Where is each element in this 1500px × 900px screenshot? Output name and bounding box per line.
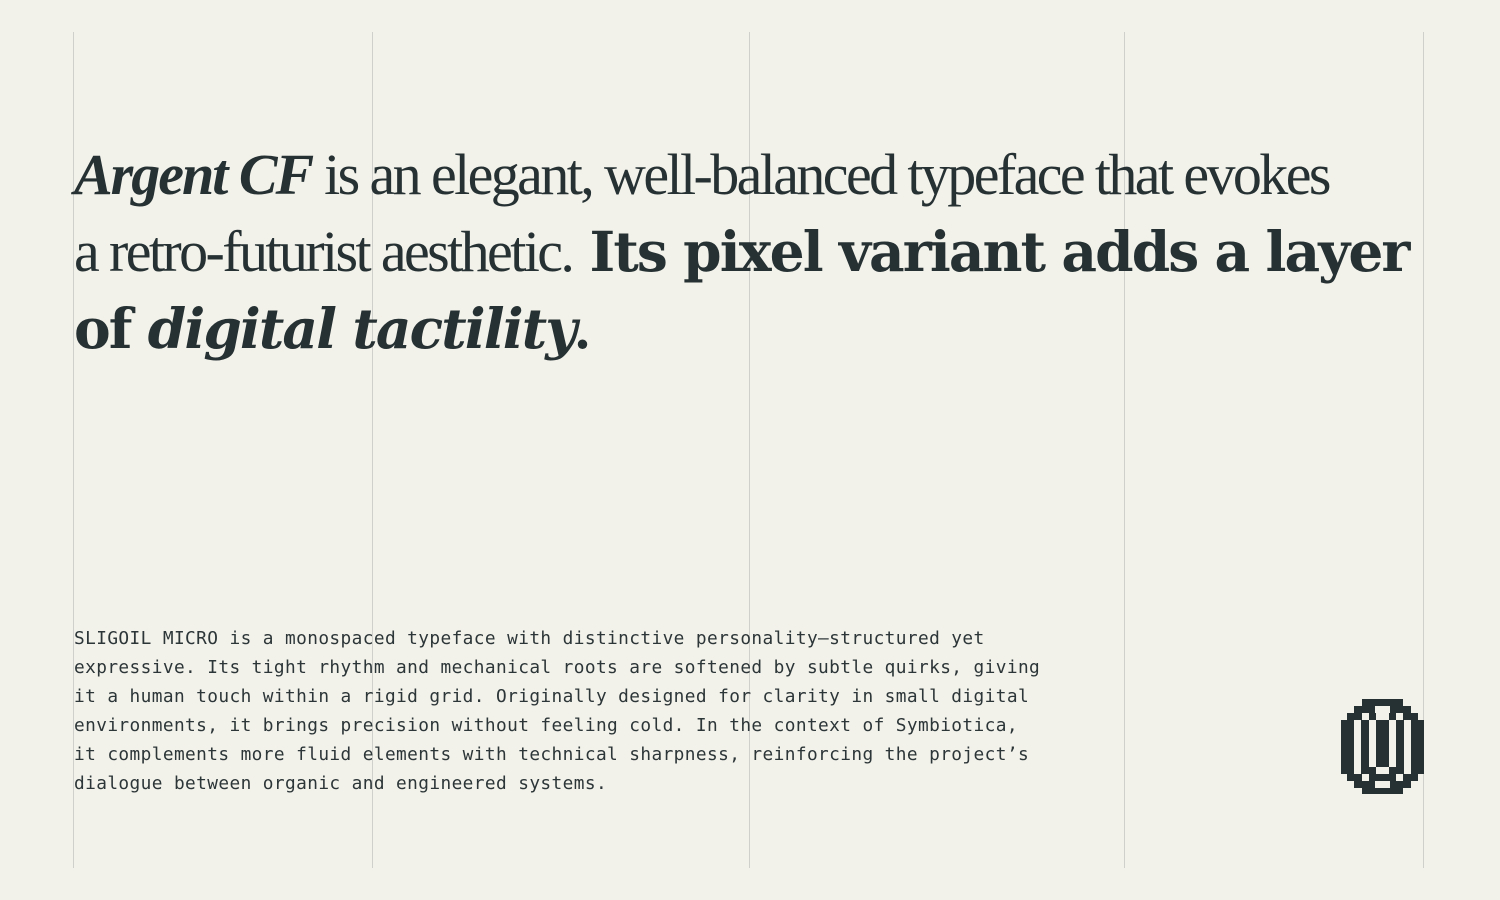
headline-line-1: Argent CF is an elegant, well-balanced t… (74, 136, 1434, 213)
body-paragraph: SLIGOIL MICRO is a monospaced typeface w… (74, 624, 1134, 798)
body-line: expressive. Its tight rhythm and mechani… (74, 657, 1041, 678)
headline-pixel-text: Its pixel variant adds a layer (572, 219, 1411, 284)
pixel-emblem-icon (1341, 699, 1424, 794)
headline-text: a retro-futurist aesthetic. (74, 219, 575, 284)
body-line: it a human touch within a rigid grid. Or… (74, 686, 1030, 707)
body-line: SLIGOIL MICRO is a monospaced typeface w… (74, 628, 985, 649)
headline-text: is an elegant, well-balanced typeface th… (312, 142, 1331, 207)
headline: Argent CF is an elegant, well-balanced t… (74, 136, 1434, 367)
grid-line (1423, 32, 1424, 868)
headline-line-2: a retro-futurist aesthetic. Its pixel va… (74, 213, 1434, 290)
headline-line-3: of digital tactility. (74, 290, 1434, 367)
headline-pixel-italic-text: digital tactility (147, 296, 577, 361)
brand-name: Argent CF (74, 142, 314, 207)
body-line: it complements more fluid elements with … (74, 744, 1030, 765)
body-line: dialogue between organic and engineered … (74, 773, 608, 794)
headline-pixel-text: of (74, 296, 148, 361)
grid-line (73, 32, 74, 868)
headline-period: . (575, 296, 589, 361)
body-line: environments, it brings precision withou… (74, 715, 1018, 736)
grid-line (372, 32, 373, 868)
grid-line (1124, 32, 1125, 868)
grid-line (749, 32, 750, 868)
